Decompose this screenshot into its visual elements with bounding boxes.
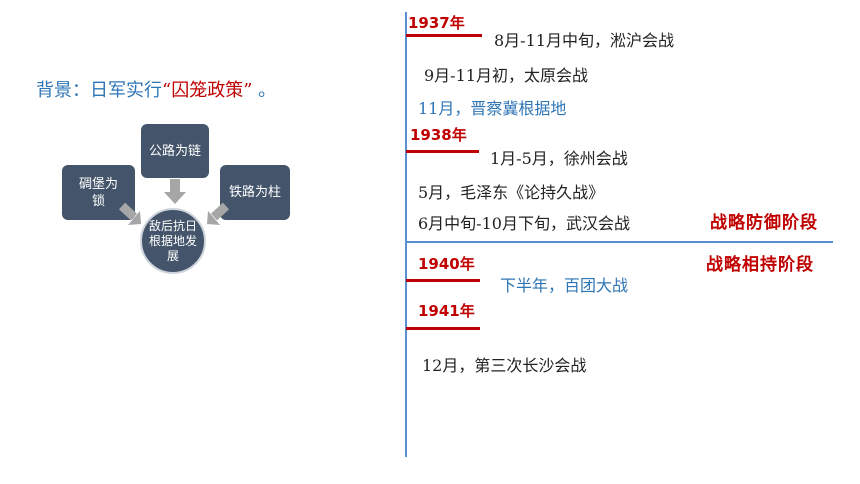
policy-quote: “囚笼政策” bbox=[162, 80, 253, 101]
year-1937-bar bbox=[406, 34, 482, 37]
background-prefix: 背景：日军实行 bbox=[36, 80, 162, 101]
stage-divider bbox=[405, 241, 833, 243]
stage-defense: 战略防御阶段 bbox=[710, 213, 818, 233]
arrow-down-icon bbox=[164, 179, 186, 204]
arrow-left-down-icon bbox=[207, 202, 230, 225]
highway-chain-box: 公路为链 bbox=[141, 124, 209, 178]
background-text: 背景：日军实行“囚笼政策” 。 bbox=[36, 76, 276, 102]
base-development-circle: 敌后抗日根据地发展 bbox=[140, 208, 206, 274]
event-hundred-regiments: 下半年，百团大战 bbox=[500, 276, 629, 295]
event-taiyuan: 9月-11月初，太原会战 bbox=[424, 66, 588, 85]
event-protracted-war: 5月，毛泽东《论持久战》 bbox=[418, 183, 605, 202]
railway-pillar-box: 铁路为柱 bbox=[220, 165, 290, 220]
year-1938-bar bbox=[406, 150, 479, 153]
stage-stalemate: 战略相持阶段 bbox=[706, 255, 814, 275]
highway-chain-label: 公路为链 bbox=[148, 143, 201, 159]
year-1940-bar bbox=[406, 279, 480, 282]
event-jinchaji: 11月，晋察冀根据地 bbox=[418, 99, 567, 118]
event-changsha: 12月，第三次长沙会战 bbox=[422, 356, 587, 375]
year-1941: 1941年 bbox=[418, 302, 475, 320]
arrow-right-down-icon bbox=[118, 202, 141, 225]
year-1937: 1937年 bbox=[408, 14, 465, 32]
event-wuhan: 6月中旬-10月下旬，武汉会战 bbox=[418, 214, 630, 233]
year-1938: 1938年 bbox=[410, 126, 467, 144]
blockhouse-lock-label: 碉堡为锁 bbox=[78, 176, 118, 209]
timeline-axis bbox=[405, 12, 407, 457]
year-1941-bar bbox=[406, 327, 480, 330]
year-1940: 1940年 bbox=[418, 255, 475, 273]
railway-pillar-label: 铁路为柱 bbox=[228, 185, 281, 200]
event-songhu: 8月-11月中旬，淞沪会战 bbox=[494, 31, 674, 50]
base-development-label: 敌后抗日根据地发展 bbox=[149, 218, 198, 263]
background-suffix: 。 bbox=[252, 80, 277, 101]
event-xuzhou: 1月-5月，徐州会战 bbox=[490, 149, 628, 168]
